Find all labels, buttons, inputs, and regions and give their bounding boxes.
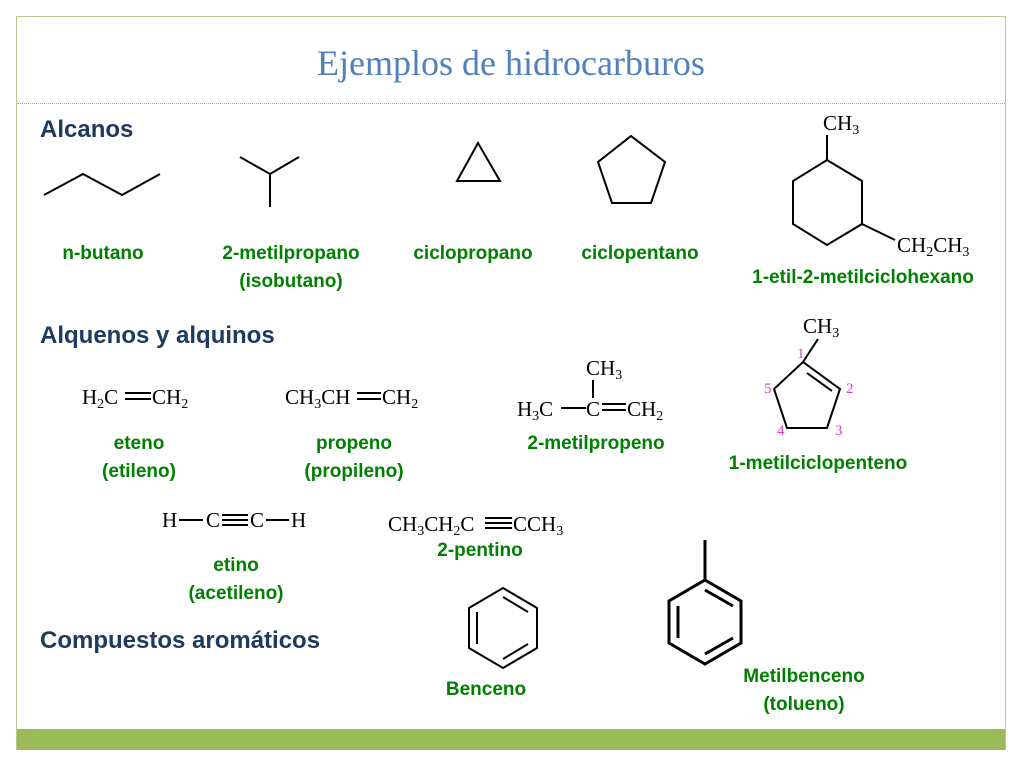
- label-isobutano: (isobutano): [239, 271, 343, 292]
- ciclohexano-ring: [792, 158, 863, 247]
- etino-c-left: C: [206, 508, 221, 532]
- label-benceno: Benceno: [445, 679, 527, 700]
- etino-c-right: C: [250, 508, 265, 532]
- ciclopenteno-ch3-group: CH3: [803, 314, 840, 341]
- butano-skeleton: [43, 172, 161, 197]
- label-propileno: (propileno): [304, 461, 404, 482]
- title-divider: [17, 103, 1005, 104]
- tolueno-inner-bond-2: [704, 636, 734, 656]
- heading-alcanos: Alcanos: [40, 116, 134, 143]
- benceno-ring: [468, 586, 538, 670]
- footer-bar: [17, 729, 1005, 750]
- ciclohexano-ch3-group: CH3: [823, 111, 860, 138]
- label-ciclopentano: ciclopentano: [581, 243, 699, 264]
- label-acetileno: (acetileno): [188, 583, 284, 604]
- ciclopenteno-methyl-bond: [802, 338, 819, 363]
- label-2-pentino: 2-pentino: [437, 540, 523, 561]
- eteno-right-ch2: CH2: [152, 385, 189, 412]
- isobutano-skeleton-top: [239, 156, 300, 176]
- pentino-right-group: CCH3: [513, 512, 564, 539]
- label-1-metilciclopenteno: 1-metilciclopenteno: [728, 453, 908, 474]
- etino-h-right: H: [291, 508, 307, 532]
- label-2-metilpropano: 2-metilpropano: [222, 243, 360, 264]
- propeno-ch3ch: CH3CH: [285, 385, 351, 412]
- label-1-etil-2-metilciclohexano: 1-etil-2-metilciclohexano: [752, 267, 974, 288]
- benceno-inner-bond-2: [502, 643, 529, 660]
- label-2-metilpropeno: 2-metilpropeno: [527, 433, 665, 454]
- pentino-left-group: CH3CH2C: [388, 512, 475, 539]
- heading-alquenos-alquinos: Alquenos y alquinos: [40, 322, 275, 349]
- etino-h-left: H: [162, 508, 178, 532]
- ciclopenteno-ring: [772, 360, 842, 429]
- label-etileno: (etileno): [102, 461, 176, 482]
- ring-number-5: 5: [764, 381, 772, 397]
- metilpropeno-central-c: C: [586, 397, 601, 421]
- heading-aromaticos: Compuestos aromáticos: [40, 627, 321, 654]
- ring-number-2: 2: [846, 381, 854, 397]
- label-propeno: propeno: [316, 433, 392, 454]
- metilpropeno-ch2: CH2: [627, 397, 664, 424]
- ring-number-1: 1: [797, 346, 805, 362]
- benceno-inner-bond-1: [502, 596, 529, 613]
- label-metilbenceno: Metilbenceno: [743, 666, 865, 687]
- ciclopropano-ring: [455, 140, 502, 182]
- metilpropeno-h3c: H3C: [517, 397, 554, 424]
- tolueno-inner-bond-1: [704, 588, 734, 608]
- label-ciclopropano: ciclopropano: [413, 243, 533, 264]
- eteno-left-ch2: H2C: [82, 385, 119, 412]
- ring-number-3: 3: [835, 423, 843, 439]
- propeno-ch2: CH2: [382, 385, 419, 412]
- tolueno-ring: [667, 578, 743, 666]
- metilpropeno-ch3-top: CH3: [586, 356, 623, 383]
- ciclohexano-ethyl-group: CH2CH3: [897, 233, 970, 260]
- label-tolueno: (tolueno): [763, 694, 845, 715]
- label-eteno: eteno: [113, 433, 165, 454]
- ciclopentano-ring: [596, 134, 667, 204]
- label-etino: etino: [213, 555, 259, 576]
- ring-number-4: 4: [777, 423, 785, 439]
- slide-title: Ejemplos de hidrocarburos: [317, 43, 705, 83]
- ciclopenteno-double-bond: [806, 372, 833, 392]
- ciclohexano-ethyl-bond: [861, 223, 896, 241]
- label-n-butano: n-butano: [62, 243, 144, 264]
